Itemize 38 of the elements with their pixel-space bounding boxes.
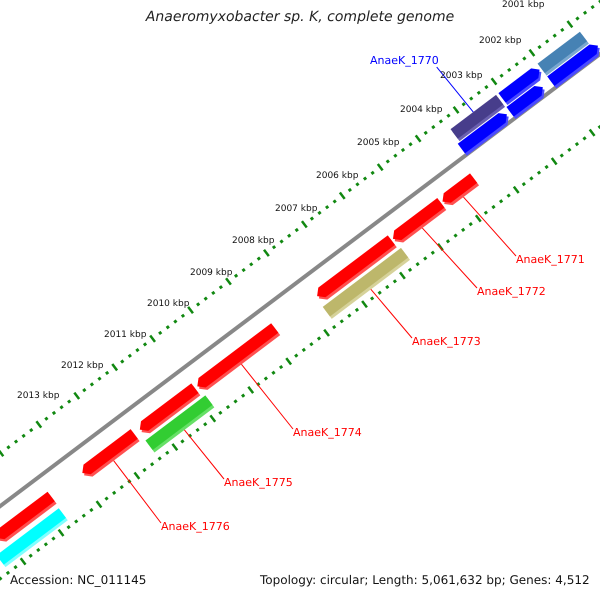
gene-block (442, 173, 480, 206)
leader-line (370, 288, 412, 338)
gene-block (547, 44, 600, 88)
scale-label: 2007 kbp (275, 205, 318, 215)
scale-label: 2012 kbp (61, 362, 104, 372)
gene-block (140, 383, 200, 434)
gene-label: AnaeK_1773 (412, 336, 481, 348)
scale-label: 2006 kbp (316, 172, 358, 182)
gene-label: AnaeK_1771 (516, 254, 585, 266)
gene-label: AnaeK_1772 (477, 286, 546, 298)
gene-label: AnaeK_1774 (293, 427, 362, 440)
gene-block (392, 198, 446, 242)
scale-label: 2001 kbp (502, 1, 544, 11)
scale-label: 2009 kbp (190, 269, 232, 279)
gene-label: AnaeK_1776 (161, 521, 230, 534)
gene-label: AnaeK_1770 (370, 55, 439, 68)
leader-line (184, 429, 224, 480)
gene-label: AnaeK_1775 (224, 477, 293, 490)
title: Anaeromyxobacter sp. K, complete genome (144, 10, 456, 26)
leader-line (422, 228, 478, 288)
leader-line (113, 460, 162, 524)
leader-line (240, 364, 294, 430)
gene-bar (0, 508, 68, 568)
footer-text: Accession: NC_011145 (10, 574, 146, 588)
scale-label: 2005 kbp (357, 139, 400, 149)
gene-block (82, 429, 140, 477)
gene-block (458, 113, 509, 156)
gene-bar (322, 248, 410, 319)
scale-label: 2013 kbp (17, 392, 60, 402)
gene-block (506, 86, 545, 120)
scale-label: 2002 kbp (479, 37, 522, 47)
gene-block (197, 323, 280, 390)
scale-label: 2004 kbp (400, 106, 442, 116)
footer-text: Topology: circular; Length: 5,061,632 bp; Genes: 4,512 (260, 574, 590, 588)
leader-line (436, 66, 474, 113)
scale-label: 2010 kbp (147, 300, 190, 310)
scale-label: 2008 kbp (232, 237, 274, 247)
scale-label: 2011 kbp (104, 331, 146, 341)
